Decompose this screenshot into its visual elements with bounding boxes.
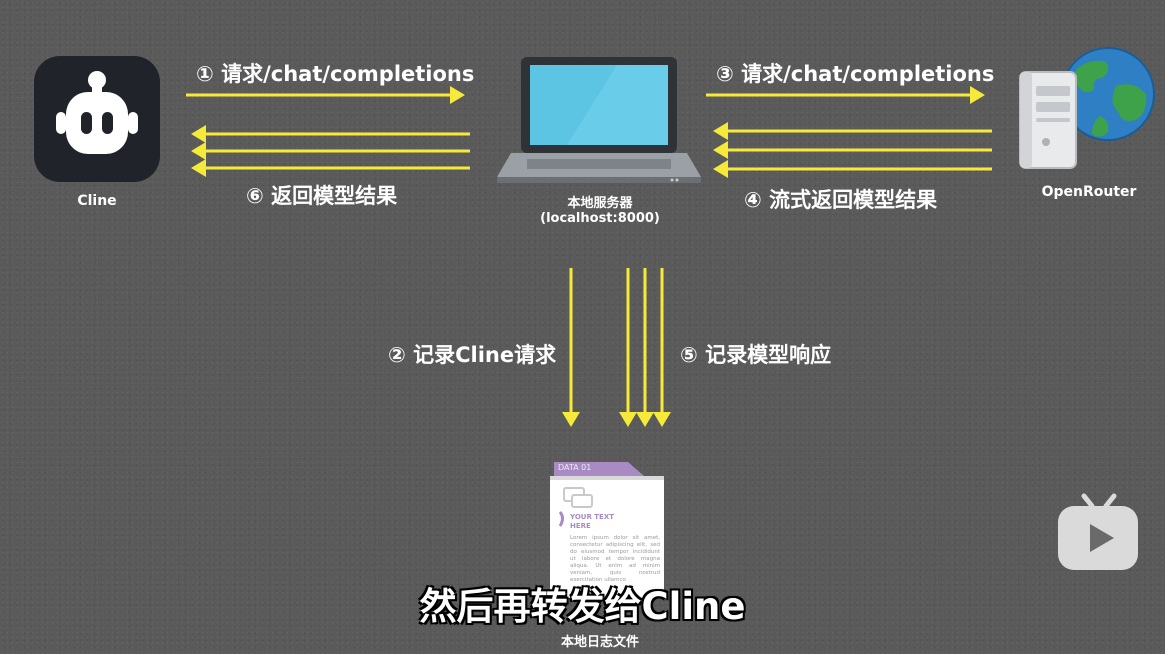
step-2-label: ② 记录Cline请求: [388, 343, 557, 367]
document-heading-2: HERE: [570, 522, 591, 530]
cline-label: Cline: [77, 193, 117, 209]
server-host-label: (localhost:8000): [540, 211, 660, 226]
document-tab-text: DATA 01: [558, 463, 592, 472]
server-name-label: 本地服务器: [567, 196, 633, 211]
document-heading-1: YOUR TEXT: [570, 513, 615, 521]
document-icon: DATA 01 YOUR TEXT HERE Lorem ipsum dolor…: [548, 462, 666, 598]
step-1-label: ① 请求/chat/completions: [196, 62, 475, 86]
laptop-icon: [497, 55, 701, 185]
play-tv-icon: [1056, 492, 1140, 572]
step-5-label: ⑤ 记录模型响应: [680, 343, 832, 367]
video-subtitle: 然后再转发给Cline: [419, 585, 746, 628]
server-globe-icon: [1016, 46, 1156, 176]
step-4-label: ④ 流式返回模型结果: [744, 188, 938, 212]
document-body-text: Lorem ipsum dolor sit amet, consectetur …: [570, 535, 660, 583]
step-6-label: ⑥ 返回模型结果: [246, 184, 398, 208]
log-file-label: 本地日志文件: [560, 635, 639, 650]
step-3-label: ③ 请求/chat/completions: [716, 62, 995, 86]
openrouter-label: OpenRouter: [1041, 184, 1137, 200]
cline-robot-icon: [34, 56, 160, 182]
